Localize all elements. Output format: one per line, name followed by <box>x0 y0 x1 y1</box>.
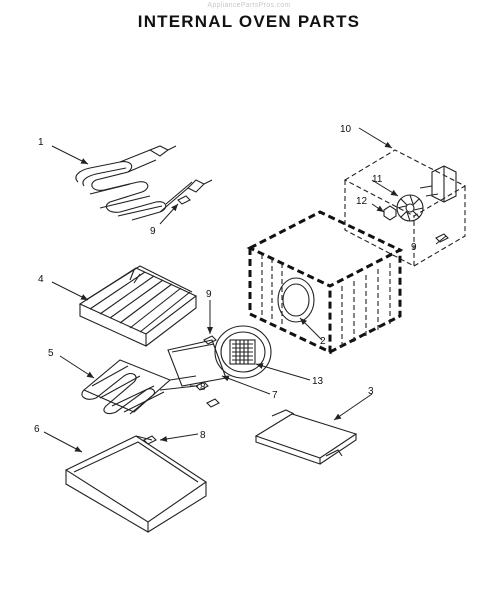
convection-fan-assembly-part[interactable] <box>343 149 467 267</box>
callout-9: 9 <box>206 289 212 300</box>
floor-cover-part[interactable] <box>254 409 358 465</box>
callout-8: 8 <box>200 430 206 441</box>
callout-9: 9 <box>150 226 156 237</box>
screw-part[interactable] <box>195 381 209 391</box>
screw-part[interactable] <box>177 195 191 205</box>
bake-element-part[interactable] <box>81 359 197 415</box>
callout-2: 2 <box>320 336 326 347</box>
fan-blade-part[interactable] <box>396 194 424 222</box>
watermark: AppliancePartsPros.com <box>207 2 291 9</box>
callout-5: 5 <box>48 348 54 359</box>
callout-9: 9 <box>411 242 417 253</box>
oven-rack-part[interactable] <box>78 265 198 347</box>
screw-part[interactable] <box>435 233 449 243</box>
callout-1: 1 <box>38 137 44 148</box>
callout-8: 8 <box>200 382 206 393</box>
page-title: INTERNAL OVEN PARTS <box>137 12 361 31</box>
callout-12: 12 <box>356 196 368 207</box>
screw-part[interactable] <box>206 398 220 408</box>
callout-4: 4 <box>38 274 44 285</box>
screw-part[interactable] <box>203 335 217 345</box>
callout-6: 6 <box>34 424 40 435</box>
fan-nut-part[interactable] <box>383 205 397 221</box>
bottom-tray-part[interactable] <box>64 435 207 533</box>
callout-11: 11 <box>372 174 383 185</box>
callout-10: 10 <box>340 124 352 135</box>
broil-element-part[interactable] <box>75 145 213 221</box>
oven-cavity-part[interactable] <box>246 210 404 355</box>
fan-cover-part[interactable] <box>214 325 272 379</box>
callout-7: 7 <box>272 390 278 401</box>
screw-part[interactable] <box>143 435 157 445</box>
fan-motor-part[interactable] <box>419 165 457 203</box>
callout-3: 3 <box>368 386 374 397</box>
callout-13: 13 <box>312 376 324 387</box>
